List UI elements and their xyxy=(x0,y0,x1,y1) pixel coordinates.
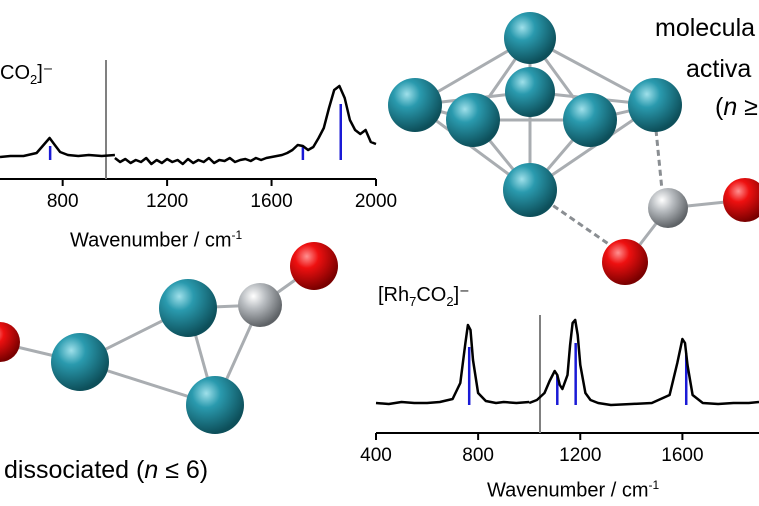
chart2-x-label: Wavenumber / cm-1 xyxy=(487,478,660,502)
rh-atom xyxy=(505,67,555,117)
spectrum-line xyxy=(114,84,377,166)
bottom-spectrum-formula: [Rh7CO2]⁻ xyxy=(378,284,470,309)
o-atom xyxy=(602,239,648,285)
rh7-cluster-model xyxy=(388,12,759,285)
x-tick-label: 800 xyxy=(47,191,79,212)
rh-atom xyxy=(159,279,217,337)
x-tick-label: 800 xyxy=(462,445,494,466)
o-atom xyxy=(723,178,759,222)
x-tick-label: 1200 xyxy=(146,191,188,212)
c-atom xyxy=(238,283,282,327)
rh-atom xyxy=(446,93,500,147)
o-atom xyxy=(290,242,338,290)
spectrum-line xyxy=(528,318,759,407)
rh-atom xyxy=(503,163,557,217)
x-tick-label: 2000 xyxy=(355,191,397,212)
top-right-caption-line2: activa xyxy=(686,55,752,83)
c-atom xyxy=(648,188,688,228)
rh-atom xyxy=(504,12,556,64)
rh-atom xyxy=(563,93,617,147)
bottom-left-caption: dissociated (n ≤ 6) xyxy=(4,456,209,484)
x-tick-label: 400 xyxy=(360,445,392,466)
dissociated-cluster-model xyxy=(0,242,338,434)
top-right-caption-line1: molecula xyxy=(655,14,756,42)
x-tick-label: 1600 xyxy=(661,445,703,466)
rh-atom xyxy=(628,78,682,132)
top-spectrum-formula: CO2]⁻ xyxy=(0,62,54,87)
chart-top-spectrum: 800 1200 1600 2000 xyxy=(0,60,397,212)
o-atom xyxy=(0,322,20,362)
spectrum-line xyxy=(375,323,530,406)
top-right-caption-line3: (n ≥ xyxy=(715,93,758,121)
chart-bottom-spectrum: 400 800 1200 1600 xyxy=(360,315,759,466)
spectrum-line xyxy=(0,136,115,159)
x-tick-label: 1200 xyxy=(559,445,601,466)
chart1-x-label: Wavenumber / cm-1 xyxy=(70,228,243,252)
x-tick-label: 1600 xyxy=(250,191,292,212)
rh-atom xyxy=(51,333,109,391)
rh-atom xyxy=(388,78,442,132)
rh-atom xyxy=(186,376,244,434)
